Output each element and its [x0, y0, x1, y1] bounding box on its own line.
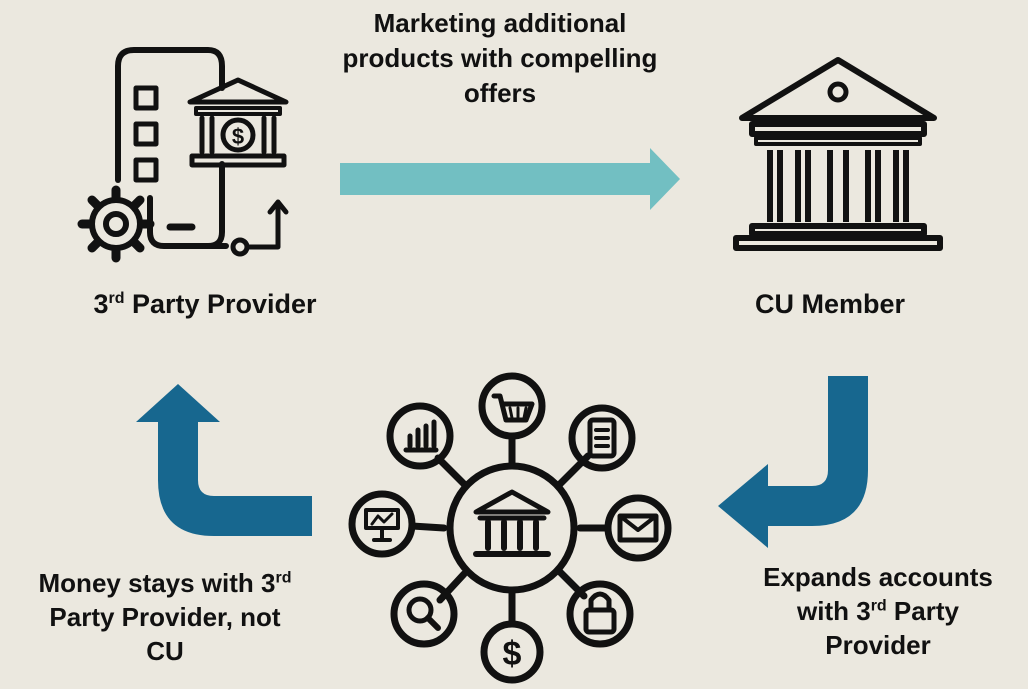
bank-building-icon	[733, 57, 943, 251]
presentation-icon	[348, 490, 416, 558]
dollar-icon: $	[480, 620, 544, 684]
svg-text:$: $	[503, 635, 522, 673]
money-arrow	[136, 384, 312, 536]
member-label: CU Member	[754, 289, 906, 319]
provider-label: 3rd Party Provider	[93, 289, 317, 319]
mail-icon	[604, 494, 672, 562]
svg-text:$: $	[232, 124, 244, 149]
mobile-banking-settings-icon: $	[77, 47, 289, 263]
search-icon	[390, 580, 458, 648]
marketing-arrow	[340, 148, 680, 210]
expands-label: Expands accounts with 3rd Party Provider	[763, 562, 993, 660]
lock-icon	[566, 580, 634, 648]
marketing-label: Marketing additional products with compe…	[342, 8, 658, 108]
document-icon	[568, 404, 636, 472]
financial-services-network-icon: $	[348, 372, 672, 684]
shopping-cart-icon	[478, 372, 546, 440]
chart-icon	[386, 402, 454, 470]
expands-arrow	[718, 376, 868, 548]
money-label: Money stays with 3rd Party Provider, not…	[38, 568, 292, 666]
